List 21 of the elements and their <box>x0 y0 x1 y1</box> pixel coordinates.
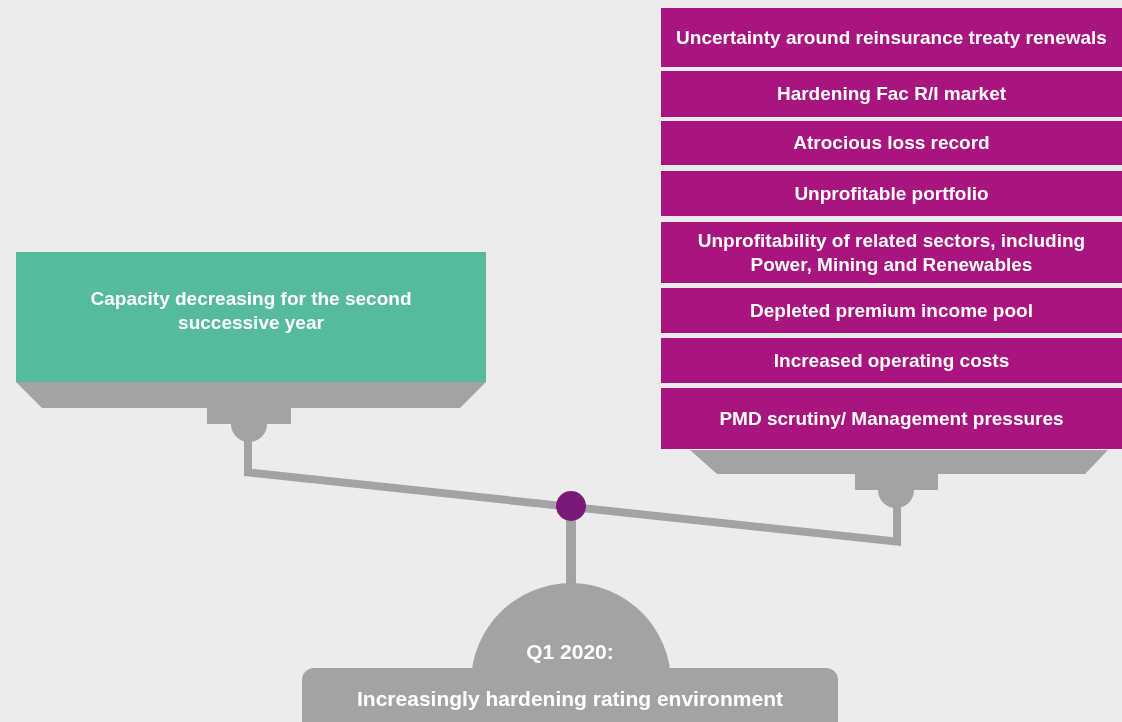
factor-box <box>661 171 1122 216</box>
box-label: Uncertainty around reinsurance treaty renewals <box>676 25 1107 50</box>
box-label: Unprofitability of related sectors, including Power, Mining and Renewables <box>696 228 1087 277</box>
box-label: Hardening Fac R/I market <box>776 82 1007 106</box>
factor-box <box>661 222 1122 283</box>
date-label: Q1 2020: <box>525 639 615 665</box>
base-label: Increasingly hardening rating environment <box>356 686 784 712</box>
factor-box <box>661 71 1122 117</box>
box-label: PMD scrutiny/ Management pressures <box>719 406 1064 431</box>
text-box <box>16 252 486 382</box>
box-label: Unprofitable portfolio <box>794 181 989 206</box>
fulcrum-base <box>302 583 838 722</box>
factor-box <box>661 8 1122 67</box>
box-label: Increased operating costs <box>773 348 1010 373</box>
box-label: Capacity decreasing for the second successive year <box>89 287 413 335</box>
box-label: Depleted premium income pool <box>750 298 1033 323</box>
factor-box <box>661 121 1122 165</box>
factor-box <box>661 338 1122 383</box>
factor-box <box>661 388 1122 449</box>
factor-box <box>661 288 1122 333</box>
box-label: Atrocious loss record <box>793 131 990 155</box>
